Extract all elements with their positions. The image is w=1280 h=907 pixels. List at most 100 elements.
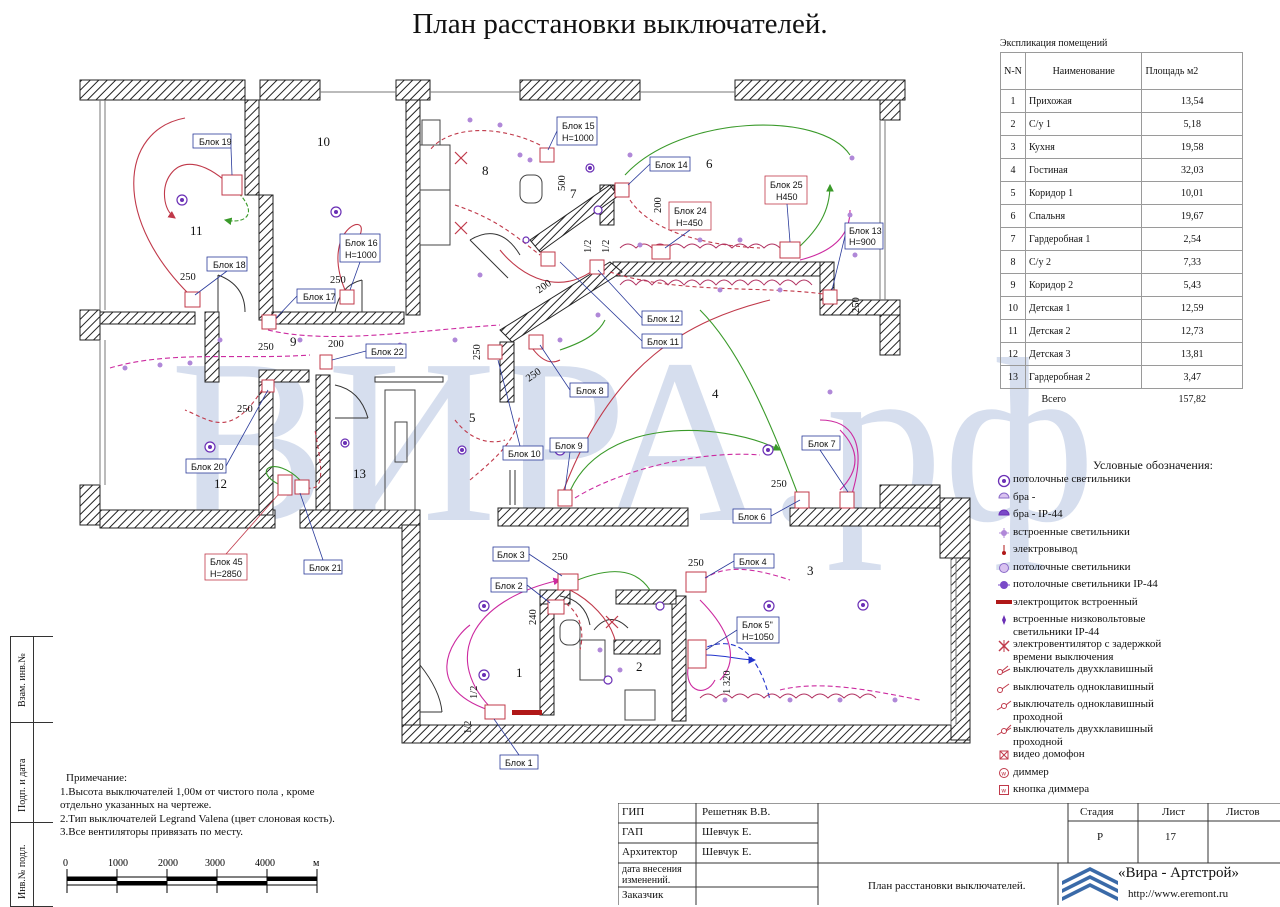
- room-num: 13: [1000, 365, 1026, 389]
- block-7-label: Блок 7: [808, 439, 836, 449]
- room-name: Детская 2: [1024, 319, 1143, 343]
- room-6-number: 6: [706, 156, 713, 171]
- room-area: 3,47: [1141, 365, 1243, 389]
- room-name: Спальня: [1024, 204, 1143, 228]
- stamp-person: Шевчук Е.: [702, 826, 752, 838]
- low-voltage-light-icon: [995, 613, 1013, 626]
- company-website[interactable]: http://www.eremont.ru: [1128, 888, 1229, 900]
- room-3-number: 3: [807, 563, 814, 578]
- wall-sconce-ip44-icon: [995, 508, 1013, 521]
- dimmer-icon: w: [995, 766, 1013, 779]
- svg-text:1/2: 1/2: [601, 240, 612, 253]
- stage-label: Стадия: [1080, 806, 1114, 818]
- block-14-label: Блок 14: [655, 160, 688, 170]
- note-line: 1.Высота выключателей 1,00м от чистого п…: [60, 785, 315, 798]
- room-name: Детская 1: [1024, 296, 1143, 320]
- svg-text:H=1000: H=1000: [345, 250, 377, 260]
- legend-item: бра -: [995, 491, 1213, 509]
- legend-item: встроенные низковольтовые светильники IP…: [995, 613, 1213, 638]
- explication-title: Экспликация помещений: [1000, 38, 1108, 49]
- legend-item: электровывод: [995, 543, 1213, 561]
- room-13-number: 13: [353, 466, 366, 481]
- legend-label: электровентилятор с задержкой времени вы…: [1013, 638, 1162, 663]
- block-5-label: Блок 5": [742, 620, 773, 630]
- room-area: 19,67: [1141, 204, 1243, 228]
- dimmer-button-icon: w: [995, 783, 1013, 796]
- side-stamp-strip: Взам. инв.№ Подп. и дата Инв.№ подл.: [10, 636, 53, 907]
- room-name: Гардеробная 1: [1024, 227, 1143, 251]
- svg-text:250: 250: [180, 272, 196, 283]
- legend-item: встроенные светильники: [995, 526, 1213, 544]
- room-1-number: 1: [516, 665, 523, 680]
- room-numbers: 1 2 3 4 5 6 7 8 9 10 11 12 13: [190, 134, 814, 680]
- legend-item: бра - IP-44: [995, 508, 1213, 526]
- svg-text:200: 200: [653, 197, 664, 213]
- legend-label: электровывод: [1013, 543, 1078, 555]
- low-voltage-lines: [619, 243, 877, 699]
- intercom-icon: [995, 748, 1013, 761]
- walls: [79, 79, 971, 744]
- switch-blocks: [184, 147, 855, 720]
- room-num: 2: [1000, 112, 1026, 136]
- svg-text:250: 250: [688, 558, 704, 569]
- legend-item: выключатель одноклавишный проходной: [995, 698, 1213, 723]
- svg-text:H=1000: H=1000: [562, 133, 594, 143]
- stamp-role: ГАП: [622, 826, 644, 838]
- room-8-number: 8: [482, 163, 489, 178]
- legend-label: потолочные светильники: [1013, 560, 1131, 573]
- room-2-number: 2: [636, 659, 643, 674]
- room-5-number: 5: [469, 410, 476, 425]
- note-line: 3.Все вентиляторы привязать по месту.: [60, 826, 244, 838]
- svg-text:w: w: [1001, 770, 1006, 777]
- block-21-label: Блок 21: [309, 563, 342, 573]
- block-45-label: Блок 45: [210, 557, 243, 567]
- scale-bar: 0 1000 2000 3000 4000 м: [63, 858, 320, 893]
- legend-label: бра - IP-44: [1013, 508, 1063, 520]
- room-area: 5,43: [1141, 273, 1243, 297]
- block-12-label: Блок 12: [647, 314, 680, 324]
- header-name: Наименование: [1024, 52, 1143, 90]
- note-line: отдельно указанных на чертеже.: [60, 799, 212, 811]
- stamp-person: Шевчук Е.: [702, 846, 752, 858]
- distribution-board-icon: [512, 710, 542, 715]
- svg-text:H450: H450: [776, 192, 798, 202]
- legend-item: потолочные светильники: [995, 473, 1213, 491]
- block-20-label: Блок 20: [191, 462, 224, 472]
- ceiling-light-alt-icon: [995, 561, 1013, 574]
- legend-label: электрощиток встроенный: [1013, 595, 1138, 608]
- company-logo-icon: [1062, 867, 1118, 901]
- room-7-number: 7: [570, 186, 577, 201]
- side-label: Взам. инв.№: [17, 653, 28, 707]
- room-name: Гостиная: [1024, 158, 1143, 182]
- windows: [99, 91, 957, 725]
- distribution-board-icon: [995, 596, 1013, 607]
- block-13-label: Блок 13: [849, 226, 882, 236]
- fan-icons: [454, 151, 619, 629]
- room-num: 7: [1000, 227, 1026, 251]
- svg-text:w: w: [1001, 788, 1006, 795]
- notes-heading: Примечание:: [66, 772, 128, 784]
- room-4-number: 4: [712, 386, 719, 401]
- room-11-number: 11: [190, 223, 203, 238]
- double-pass-switch-icon: [995, 723, 1013, 736]
- power-outlet-icon: [995, 543, 1013, 556]
- fixtures: [384, 119, 656, 721]
- room-9-number: 9: [290, 334, 297, 349]
- svg-text:H=900: H=900: [849, 237, 876, 247]
- svg-text:м: м: [313, 858, 320, 869]
- recessed-light-icon: [995, 526, 1013, 539]
- note-line: 2.Тип выключателей Legrand Valena (цвет …: [60, 812, 335, 825]
- legend-label: видео домофон: [1013, 748, 1085, 760]
- svg-text:H=1050: H=1050: [742, 632, 774, 642]
